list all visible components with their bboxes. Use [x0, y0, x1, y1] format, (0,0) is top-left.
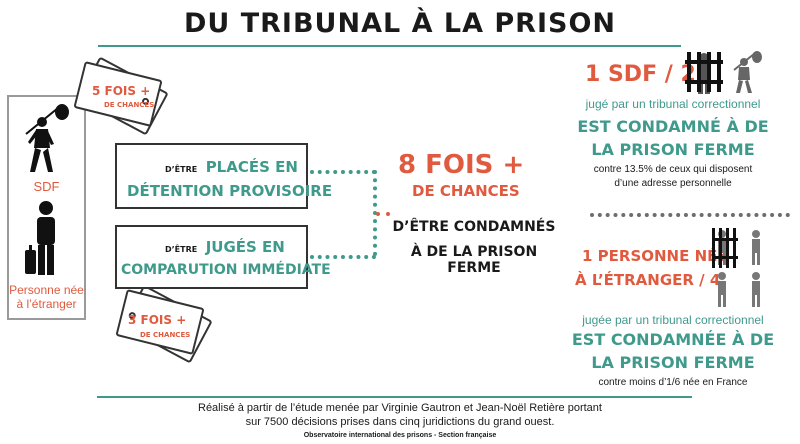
right-top-note1: contre 13.5% de ceux qui disposent [593, 164, 753, 175]
hobo-with-bundle-icon [733, 51, 762, 93]
foreign-label-line1: Personne née [9, 283, 84, 297]
tag-bottom-line2: DE CHANCES [140, 331, 191, 339]
right-bottom-bold1: EST CONDAMNÉE À DE [571, 330, 775, 349]
right-top-bold2: LA PRISON FERME [591, 140, 755, 159]
result-line2: À DE LA PRISON FERME [410, 244, 538, 276]
footer-credit: Observatoire international des prisons -… [303, 432, 497, 439]
comparution-box: D’ÊTRE JUGÉS EN COMPARUTION IMMÉDIATE [115, 225, 331, 289]
big-stat: 8 FOIS + [398, 150, 525, 180]
right-bottom-line1: jugée par un tribunal correctionnel [582, 313, 764, 327]
result-line1: D’ÊTRE CONDAMNÉS [392, 219, 556, 235]
right-divider [590, 213, 790, 217]
foreign-label-line2: à l’étranger [16, 297, 77, 311]
person-icon [712, 228, 760, 307]
connector-top [310, 170, 376, 174]
sdf-ratio: 1 SDF / 2 [585, 62, 696, 87]
connector-bottom [310, 255, 376, 259]
comparution-line1: JUGÉS EN [205, 238, 285, 256]
right-top-note2: d’une adresse personnelle [614, 178, 732, 189]
sdf-label: SDF [33, 179, 60, 194]
prisoner-behind-bars-icon [685, 52, 723, 94]
foreign-ratio-line1: 1 PERSONNE NÉE [582, 247, 728, 265]
tag-bottom-line1: 3 FOIS + [128, 313, 187, 327]
big-stat-sub: DE CHANCES [412, 182, 520, 200]
right-top-bold1: EST CONDAMNÉ À DE [577, 117, 769, 136]
detention-prefix: D’ÊTRE [165, 165, 198, 174]
page-title: DU TRIBUNAL À LA PRISON [183, 8, 616, 39]
footer-line2: sur 7500 décisions prises dans cinq juri… [245, 416, 555, 428]
traveler-with-suitcase-icon [25, 201, 55, 275]
right-top-line1: jugé par un tribunal correctionnel [585, 97, 761, 111]
footer-rule [97, 396, 692, 398]
tag-top-line2: DE CHANCES [104, 101, 155, 109]
right-bottom-note: contre moins d’1/6 née en France [598, 377, 748, 388]
foreign-ratio-line2: À L’ÉTRANGER / 4 [575, 271, 721, 289]
tag-top-line1: 5 FOIS + [92, 84, 151, 98]
right-bottom-bold2: LA PRISON FERME [591, 353, 755, 372]
footer-line1: Réalisé à partir de l’étude menée par Vi… [198, 402, 602, 414]
comparution-line2: COMPARUTION IMMÉDIATE [121, 262, 331, 278]
connector-center [376, 212, 390, 216]
detention-box: D’ÊTRE PLACÉS EN DÉTENTION PROVISOIRE [115, 143, 332, 209]
hobo-with-bundle-icon [25, 104, 69, 172]
detention-line1: PLACÉS EN [205, 158, 298, 176]
connector-vertical [373, 170, 377, 256]
title-underline [98, 45, 681, 47]
comparution-prefix: D’ÊTRE [165, 245, 198, 254]
detention-line2: DÉTENTION PROVISOIRE [127, 182, 333, 200]
